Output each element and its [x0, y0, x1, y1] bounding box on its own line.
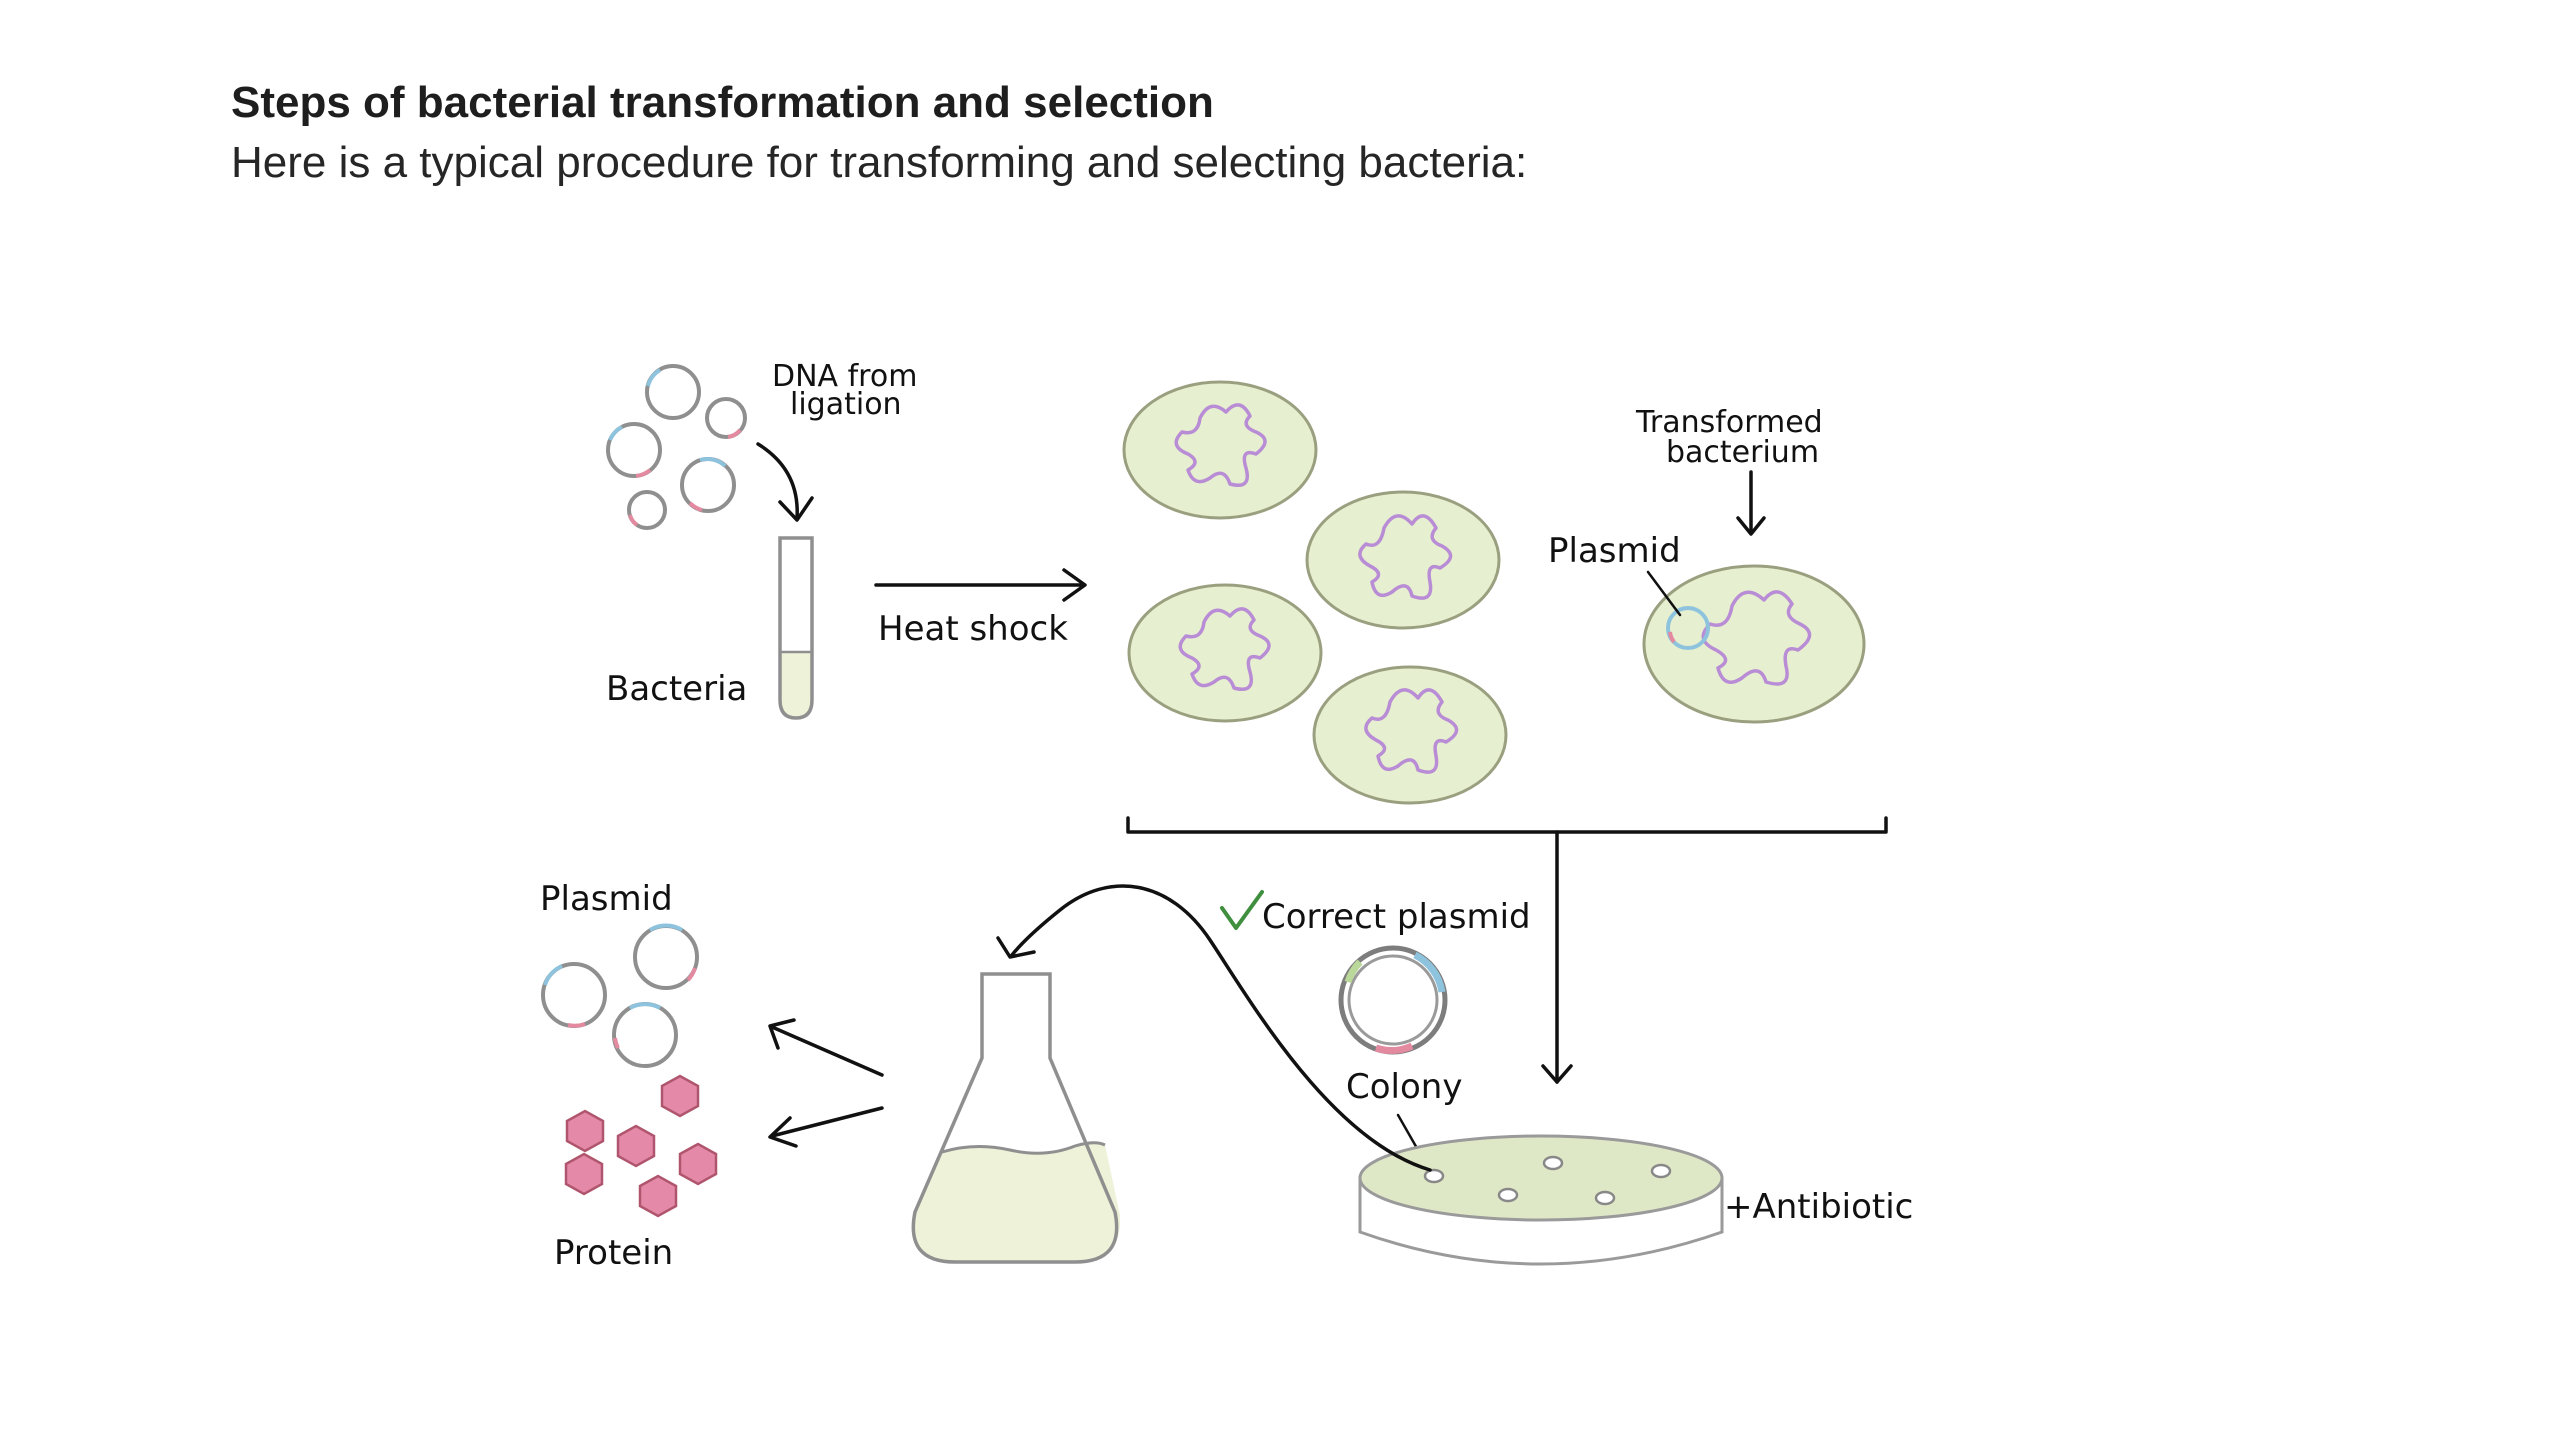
- colony-dot: [1423, 1168, 1445, 1184]
- antibiotic-label: +Antibiotic: [1724, 1187, 1913, 1227]
- correct-plasmid-icon: [1338, 945, 1448, 1055]
- ligation-dna-group: [606, 364, 747, 530]
- correct-plasmid-label: Correct plasmid: [1262, 897, 1531, 937]
- colony-dot: [1594, 1190, 1616, 1206]
- checkmark-icon: [1220, 890, 1264, 930]
- transformed-label-line2: bacterium: [1666, 435, 1819, 470]
- heat-shock-arrow: [874, 568, 1087, 602]
- ligation-plasmid-4: [680, 456, 736, 513]
- bacteria-label: Bacteria: [606, 669, 747, 709]
- plasmid-pointer-line: [1646, 570, 1682, 617]
- dna-from-ligation-label-line2: ligation: [790, 387, 902, 422]
- colony-to-flask-arrow: [996, 884, 1432, 1172]
- ligation-plasmid-5: [627, 490, 667, 530]
- transformed-bacterium: [1642, 564, 1866, 724]
- protein-group: [564, 1074, 718, 1218]
- slide-subtitle: Here is a typical procedure for transfor…: [231, 138, 1528, 187]
- plasmid-transformed-label: Plasmid: [1548, 531, 1681, 571]
- culture-flask-icon: [911, 972, 1121, 1264]
- ligation-plasmid-3: [606, 422, 662, 478]
- output-plasmid: [633, 923, 699, 990]
- protein-hexagon-icon: [564, 1152, 604, 1196]
- bacteria-cells-group: [1122, 380, 1508, 805]
- test-tube-icon: [778, 536, 814, 720]
- bacterial-cell-4: [1312, 665, 1508, 805]
- bacterial-cell-3: [1127, 583, 1323, 723]
- transformed-arrow: [1736, 470, 1766, 536]
- protein-hexagon-icon: [565, 1109, 605, 1153]
- bacterial-cell-1: [1122, 380, 1318, 520]
- agar-plate: [1358, 1134, 1724, 1266]
- output-plasmid: [541, 962, 607, 1028]
- protein-hexagon-icon: [616, 1124, 656, 1168]
- ligation-plasmid-1: [645, 364, 701, 420]
- dna-from-ligation-label-line1: DNA from: [772, 359, 917, 394]
- dna-to-tube-arrow: [756, 442, 814, 522]
- colony-dot: [1497, 1187, 1519, 1203]
- ligation-plasmid-2: [705, 397, 747, 439]
- protein-hexagon-icon: [660, 1074, 700, 1118]
- protein-label: Protein: [554, 1233, 673, 1273]
- selection-bracket: [1126, 816, 1888, 1084]
- bacterial-cell-2: [1305, 490, 1501, 630]
- protein-hexagon-icon: [678, 1142, 718, 1186]
- flask-to-protein-arrow: [768, 1106, 884, 1148]
- plasmid-output-label: Plasmid: [540, 879, 673, 919]
- transformed-label-line1: Transformed: [1635, 405, 1823, 440]
- colony-label: Colony: [1346, 1067, 1462, 1107]
- colony-dot: [1542, 1155, 1564, 1171]
- protein-hexagon-icon: [638, 1174, 678, 1218]
- colony-dot: [1650, 1163, 1672, 1179]
- output-plasmid: [612, 1002, 678, 1068]
- slide-title: Steps of bacterial transformation and se…: [231, 78, 1214, 127]
- flask-to-plasmid-arrow: [768, 1018, 884, 1077]
- heat-shock-label: Heat shock: [878, 609, 1068, 649]
- transformed-plasmid: [1666, 606, 1710, 650]
- output-plasmids-group: [541, 923, 699, 1068]
